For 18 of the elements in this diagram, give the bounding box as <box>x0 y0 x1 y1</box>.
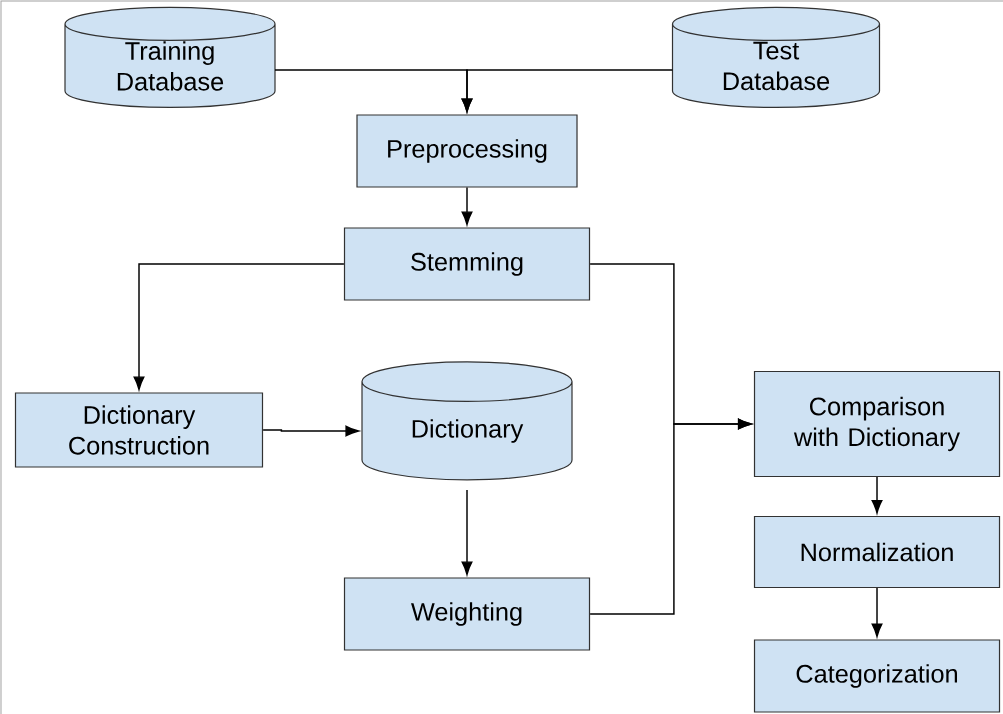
arrow <box>133 263 345 391</box>
arrow <box>871 587 883 638</box>
process-box: Categorization <box>753 639 1001 713</box>
database-cylinder: Training Database <box>64 6 276 109</box>
arrow <box>461 186 473 226</box>
arrow <box>461 489 473 576</box>
arrow <box>461 69 674 113</box>
process-box: Dictionary Construction <box>14 392 264 468</box>
process-box: Preprocessing <box>356 114 578 188</box>
process-box: Stemming <box>343 227 591 301</box>
database-cylinder: Dictionary <box>361 361 573 481</box>
process-box: Normalization <box>753 515 1001 589</box>
database-cylinder: Test Database <box>671 6 881 109</box>
arrow <box>262 425 360 437</box>
arrow <box>589 418 752 615</box>
process-box: Weighting <box>343 577 591 651</box>
process-box: Comparison with Dictionary <box>753 370 1001 478</box>
arrow <box>871 476 883 514</box>
